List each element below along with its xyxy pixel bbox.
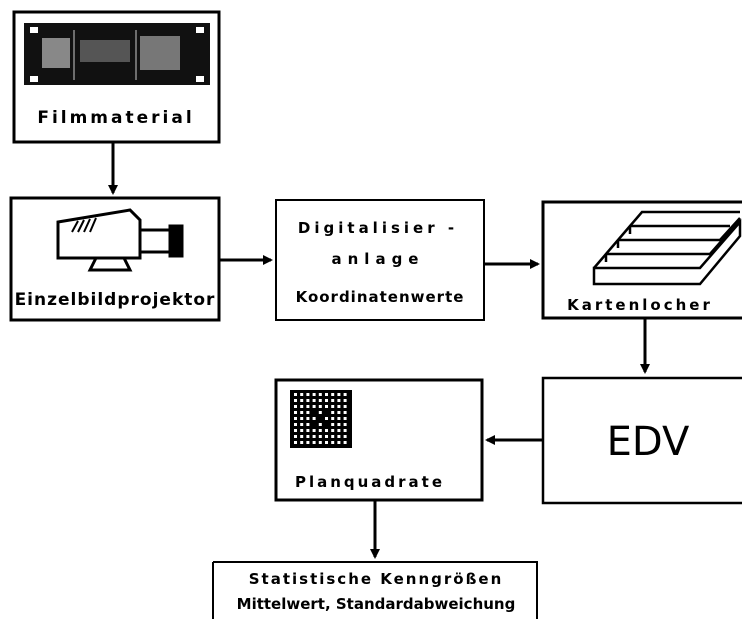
grid-dot bbox=[325, 429, 328, 432]
grid-dot bbox=[331, 405, 335, 408]
grid-dot bbox=[325, 393, 328, 396]
grid-dot bbox=[331, 423, 335, 426]
grid-dot bbox=[300, 399, 304, 402]
grid-dot bbox=[312, 429, 316, 432]
grid-dot bbox=[331, 393, 335, 396]
grid-dot bbox=[318, 405, 322, 408]
grid-dot bbox=[343, 393, 347, 396]
grid-dot bbox=[343, 411, 347, 414]
grid-dot bbox=[294, 441, 297, 444]
grid-dot bbox=[337, 423, 341, 426]
box-cardpunch: Kartenlocher bbox=[541, 200, 742, 320]
grid-dot bbox=[306, 435, 310, 438]
grid-dot bbox=[337, 405, 341, 408]
grid-dot bbox=[306, 411, 310, 414]
label-digitizer-line1: Digitalisier - bbox=[298, 219, 458, 237]
grid-dot bbox=[306, 441, 310, 444]
grid-dot bbox=[325, 399, 328, 402]
grid-dot bbox=[300, 435, 304, 438]
grid-dot bbox=[325, 441, 328, 444]
grid-matrix-icon bbox=[290, 390, 352, 448]
grid-dot bbox=[312, 405, 316, 408]
grid-dot bbox=[312, 435, 316, 438]
grid-dot bbox=[300, 417, 304, 420]
grid-dot bbox=[312, 399, 316, 402]
grid-dot bbox=[294, 429, 297, 432]
grid-dot bbox=[318, 441, 322, 444]
grid-dot bbox=[294, 417, 297, 420]
grid-dot bbox=[331, 429, 335, 432]
grid-dot bbox=[318, 429, 322, 432]
card-stack-icon bbox=[592, 210, 742, 286]
grid-dot bbox=[331, 441, 335, 444]
box-edv: EDV bbox=[541, 376, 742, 505]
label-digitizer-line2: anlage bbox=[332, 250, 425, 268]
label-cardpunch: Kartenlocher bbox=[567, 296, 713, 314]
grid-dot bbox=[300, 429, 304, 432]
grid-dot bbox=[325, 417, 328, 420]
grid-dot bbox=[306, 393, 310, 396]
grid-dot bbox=[300, 411, 304, 414]
grid-dot bbox=[337, 429, 341, 432]
grid-dot bbox=[306, 429, 310, 432]
grid-dot bbox=[343, 441, 347, 444]
grid-dot bbox=[343, 435, 347, 438]
box-grid: Planquadrate bbox=[274, 378, 484, 502]
grid-dot bbox=[325, 435, 328, 438]
grid-dot bbox=[312, 417, 316, 420]
grid-dot bbox=[294, 411, 297, 414]
grid-dot bbox=[306, 399, 310, 402]
projector-icon bbox=[56, 208, 184, 272]
grid-dot bbox=[294, 393, 297, 396]
label-stats-line2: Mittelwert, Standardabweichung bbox=[237, 595, 516, 613]
box-stats: Statistische Kenngrößen Mittelwert, Stan… bbox=[212, 561, 538, 619]
grid-dot bbox=[294, 435, 297, 438]
grid-dot bbox=[318, 411, 322, 414]
grid-dot bbox=[337, 393, 341, 396]
grid-dot bbox=[343, 423, 347, 426]
grid-dot bbox=[343, 405, 347, 408]
grid-dot bbox=[325, 405, 328, 408]
grid-dot bbox=[331, 417, 335, 420]
box-projector: Einzelbildprojektor bbox=[9, 196, 221, 322]
grid-dot bbox=[294, 423, 297, 426]
grid-dot bbox=[306, 417, 310, 420]
grid-dot bbox=[318, 423, 322, 426]
label-stats-line1: Statistische Kenngrößen bbox=[249, 570, 504, 588]
grid-dot bbox=[337, 441, 341, 444]
grid-dot bbox=[306, 423, 310, 426]
grid-dot bbox=[300, 405, 304, 408]
grid-dot bbox=[331, 411, 335, 414]
label-projector: Einzelbildprojektor bbox=[15, 290, 216, 310]
grid-dot bbox=[337, 417, 341, 420]
grid-dot bbox=[331, 435, 335, 438]
film-strip-icon bbox=[24, 23, 210, 85]
label-grid: Planquadrate bbox=[295, 473, 445, 491]
grid-dot bbox=[300, 423, 304, 426]
grid-dot bbox=[312, 393, 316, 396]
label-digitizer-line3: Koordinatenwerte bbox=[296, 288, 465, 306]
grid-dot bbox=[343, 429, 347, 432]
grid-dot bbox=[343, 417, 347, 420]
grid-dot bbox=[337, 435, 341, 438]
grid-dot bbox=[331, 399, 335, 402]
grid-dot bbox=[300, 393, 304, 396]
grid-dot bbox=[337, 399, 341, 402]
label-edv: EDV bbox=[607, 419, 690, 465]
grid-dot bbox=[312, 441, 316, 444]
box-digitizer: Digitalisier - anlage Koordinatenwerte bbox=[275, 199, 485, 321]
grid-dot bbox=[306, 405, 310, 408]
grid-dot bbox=[318, 399, 322, 402]
grid-dot bbox=[294, 405, 297, 408]
grid-dot bbox=[337, 411, 341, 414]
grid-dot bbox=[318, 393, 322, 396]
grid-dot bbox=[300, 441, 304, 444]
grid-dot bbox=[294, 399, 297, 402]
grid-dot bbox=[343, 399, 347, 402]
box-filmmaterial: Filmmaterial bbox=[12, 10, 221, 144]
grid-dot bbox=[318, 435, 322, 438]
label-filmmaterial: Filmmaterial bbox=[37, 108, 194, 128]
